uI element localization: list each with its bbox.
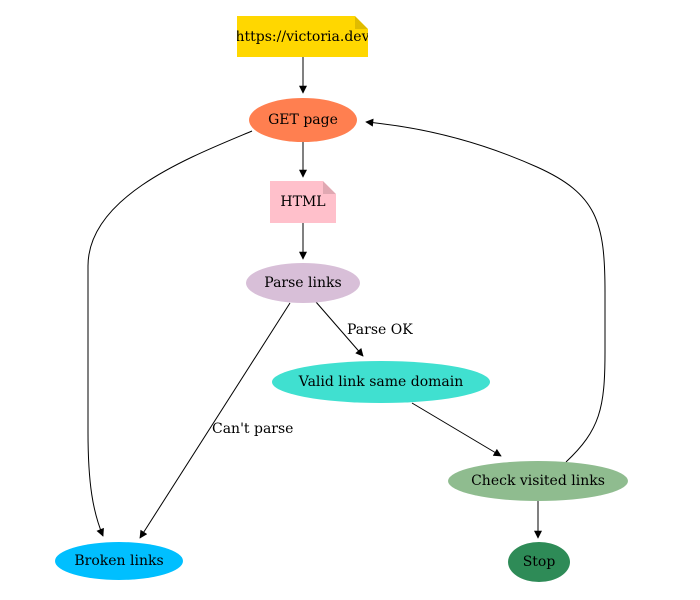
node-broken-links: Broken links [55,542,183,580]
node-stop-label: Stop [522,554,556,570]
node-check-visited: Check visited links [448,461,628,501]
node-broken-links-label: Broken links [74,553,164,569]
edge-label-parse-ok: Parse OK [347,322,413,338]
node-get-page: GET page [249,98,357,142]
node-html: HTML [270,181,336,223]
node-start-url-label: https://victoria.dev [235,28,370,45]
node-parse-links: Parse links [246,263,360,303]
node-get-page-label: GET page [268,112,338,128]
edge-getpage-to-brokenlinks [87,130,253,537]
node-valid-link-label: Valid link same domain [298,374,464,390]
node-parse-links-label: Parse links [264,275,342,291]
node-valid-link: Valid link same domain [272,361,490,403]
node-html-label: HTML [280,194,326,210]
edge-validlink-to-checkvisited [411,402,502,457]
edge-parselinks-to-brokenlinks [139,302,291,539]
node-start-url: https://victoria.dev [237,16,368,57]
node-stop: Stop [508,542,570,582]
edge-label-cant-parse: Can't parse [212,421,294,437]
edge-parselinks-to-validlink [315,301,364,357]
edge-checkvisited-to-getpage [365,118,606,463]
node-check-visited-label: Check visited links [471,473,605,489]
